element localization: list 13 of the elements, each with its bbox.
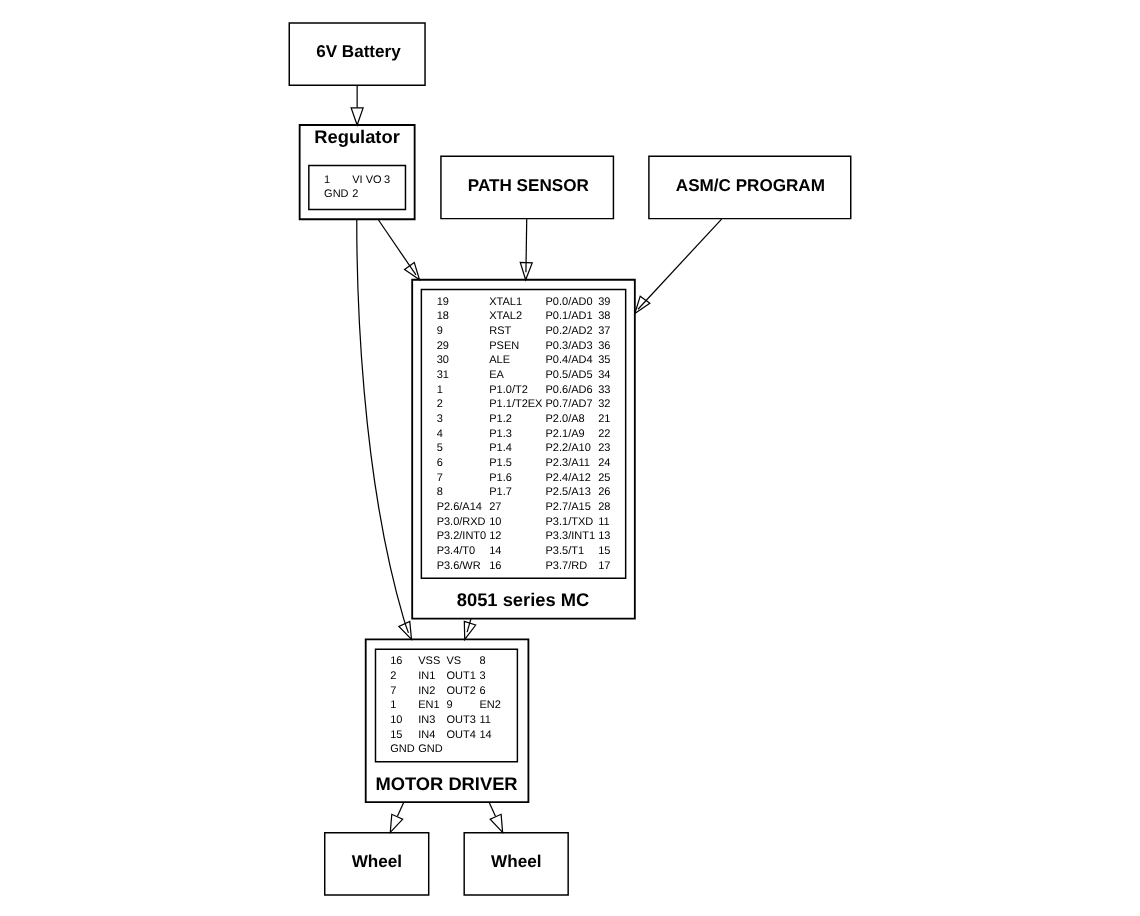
node-box: PATH SENSOR — [440, 154, 615, 219]
arrow — [463, 617, 477, 641]
arrow — [633, 217, 723, 314]
arrow — [356, 217, 413, 641]
node-box: Wheel — [463, 831, 569, 895]
arrow — [519, 217, 534, 281]
node-box: 6V Battery — [288, 21, 426, 85]
node-box: ASM/C PROGRAM — [648, 154, 852, 219]
arrow — [389, 800, 405, 834]
arrow — [350, 83, 364, 126]
arrow — [377, 217, 421, 281]
node-box: Wheel — [324, 831, 430, 895]
arrow — [488, 800, 504, 834]
